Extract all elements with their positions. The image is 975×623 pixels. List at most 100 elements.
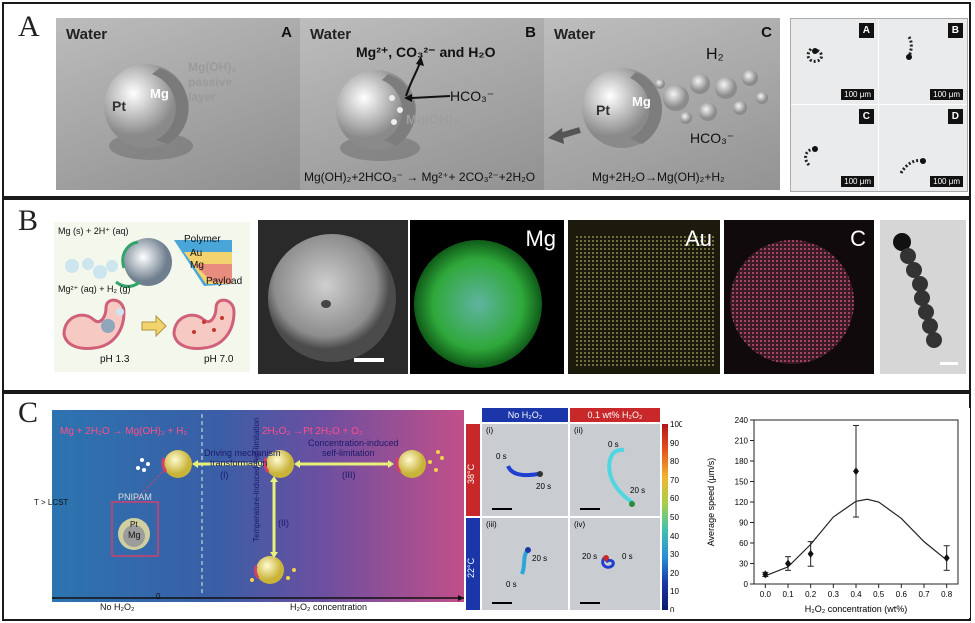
x-tick-label: 0.4: [850, 590, 862, 599]
start-time-label: 0 s: [506, 580, 517, 589]
driving-mechanism-label-2: transformation: [210, 458, 268, 468]
micrograph-letter: C: [858, 109, 874, 124]
passive-label: Mg(OH)₂: [188, 60, 237, 74]
driving-mechanism-label: Driving mechanism: [204, 448, 281, 458]
scale-bar-label: 100 μm: [930, 176, 963, 187]
data-point: [762, 570, 769, 579]
trajectory-micrograph: [880, 220, 966, 374]
mg-elemental-map: [414, 240, 542, 368]
cell-id: (iii): [486, 520, 497, 529]
temperature-label: Temperature-induced self-limitation: [252, 417, 261, 543]
x-tick-label: 0.1: [782, 590, 794, 599]
panel-letter: B: [525, 24, 536, 41]
fit-curve: [765, 498, 948, 577]
start-time-label: 0 s: [496, 452, 507, 461]
start-time-label: 20 s: [582, 552, 598, 561]
column-header-no-h2o2: No H₂O₂: [482, 408, 568, 422]
trajectory-cell: (ii) 0 s 20 s: [570, 424, 660, 516]
mg-label: Mg: [150, 86, 169, 101]
color-bar-tick-label: 80: [670, 457, 679, 467]
color-bar-tick-label: 10: [670, 587, 679, 597]
micrograph-letter: B: [947, 23, 963, 38]
water-label: Water: [554, 26, 596, 43]
janus-sphere-illustration: [104, 64, 193, 160]
janus-sphere-illustration: [336, 56, 451, 161]
color-bar: [662, 424, 668, 610]
payload-label: Payload: [206, 276, 243, 287]
zero-label: 0: [156, 592, 161, 601]
color-bar-tick-label: 30: [670, 550, 679, 560]
pt-label: Pt: [112, 98, 126, 114]
panel-a-passive-layer: Water A Pt Mg Mg(OH)₂ passive layer: [56, 18, 300, 190]
map-label-mg: Mg: [525, 226, 556, 251]
map-label-au: Au: [685, 226, 712, 251]
cell-id: (i): [486, 426, 494, 435]
polymer-label: Polymer: [184, 234, 221, 245]
au-layer-label: Au: [190, 248, 203, 259]
y-tick-label: 60: [739, 539, 748, 548]
micrograph-grid: A 100 μm B 100 μm C 100 μm D 100 μm: [790, 18, 968, 192]
row-label-a: A: [18, 10, 40, 43]
ph-neutral-label: pH 7.0: [204, 354, 234, 365]
sem-image: [258, 220, 408, 374]
row-header-38c: 38°C: [466, 424, 480, 516]
mechanism-drawing: [52, 414, 464, 601]
row-label-b: B: [18, 204, 39, 237]
data-point: [943, 554, 950, 563]
micrograph-cell: C 100 μm: [791, 105, 879, 191]
pt-label: Pt: [130, 520, 138, 529]
no-h2o2-axis-label: No H₂O₂: [100, 602, 135, 612]
micromotor-trajectory: [906, 36, 913, 60]
color-bar-tick-label: 100: [670, 420, 682, 429]
trajectory-cell: (i) 0 s 20 s: [482, 424, 568, 516]
y-tick-label: 240: [735, 416, 749, 425]
concentration-label-2: self-limitation: [322, 448, 375, 458]
motor-chain-image: [893, 233, 958, 365]
row-label-c: C: [18, 396, 39, 429]
row-header-22c: 22°C: [466, 518, 480, 610]
color-bar-tick-label: 60: [670, 494, 679, 504]
y-tick-label: 0: [744, 580, 749, 589]
eds-map-c: C: [724, 220, 874, 374]
au-elemental-map: [574, 236, 714, 368]
ph-acidic-label: pH 1.3: [100, 354, 130, 365]
mg-core-label: Mg: [190, 260, 204, 271]
y-tick-label: 120: [735, 498, 749, 507]
eds-map-au: Au: [568, 220, 720, 374]
stage-label-ii: (II): [278, 518, 289, 528]
trajectory-cell: (iii) 0 s 20 s: [482, 518, 568, 610]
cell-id: (iv): [574, 520, 586, 529]
pnipam-label: PNIPAM: [118, 492, 152, 502]
trajectory-path: [580, 447, 635, 510]
y-tick-label: 150: [735, 478, 749, 487]
stage-label-i: (I): [220, 470, 229, 480]
color-bar-tick-label: 40: [670, 531, 679, 541]
micrograph-letter: A: [858, 23, 874, 38]
micromotor-trajectory: [804, 146, 818, 167]
microrocket-schematic: Mg (s) + 2H⁺ (aq) Mg²⁺ (aq) + H₂ (g) Pol…: [54, 222, 250, 372]
mg-label: Mg: [128, 530, 141, 540]
trajectory-cell: (iv) 20 s 0 s: [570, 518, 660, 610]
data-point: [785, 559, 791, 568]
panel-c-propulsion: Water C H₂ Pt Mg HCO₃⁻ Mg+2H₂O→Mg(OH)₂+H…: [544, 18, 780, 190]
x-tick-label: 0.0: [760, 590, 772, 599]
end-time-label: 20 s: [532, 554, 548, 563]
row-header-22c-label: 22°C: [466, 557, 476, 578]
data-point: [807, 549, 814, 558]
reaction-bottom-label: Mg²⁺ (aq) + H₂ (g): [58, 284, 131, 294]
color-bar-tick-label: 90: [670, 438, 679, 448]
start-time-label: 0 s: [608, 440, 619, 449]
panel-letter: A: [281, 24, 292, 41]
x-tick-label: 0.6: [896, 590, 908, 599]
x-tick-label: 0.5: [873, 590, 885, 599]
y-axis-label: Average speed (μm/s): [706, 458, 716, 547]
concentration-label: Concentration-induced: [308, 438, 399, 448]
micromotor-trajectory: [806, 47, 823, 63]
x-tick-label: 0.7: [918, 590, 930, 599]
scale-bar-label: 100 μm: [930, 89, 963, 100]
figure-row-b: B Mg (s) + 2H⁺ (aq) Mg²⁺ (aq) + H₂ (g) P…: [2, 198, 971, 392]
color-bar-tick-label: 50: [670, 513, 679, 522]
reaction-top-label: Mg (s) + 2H⁺ (aq): [58, 226, 129, 236]
micrograph-cell: B 100 μm: [879, 19, 967, 105]
